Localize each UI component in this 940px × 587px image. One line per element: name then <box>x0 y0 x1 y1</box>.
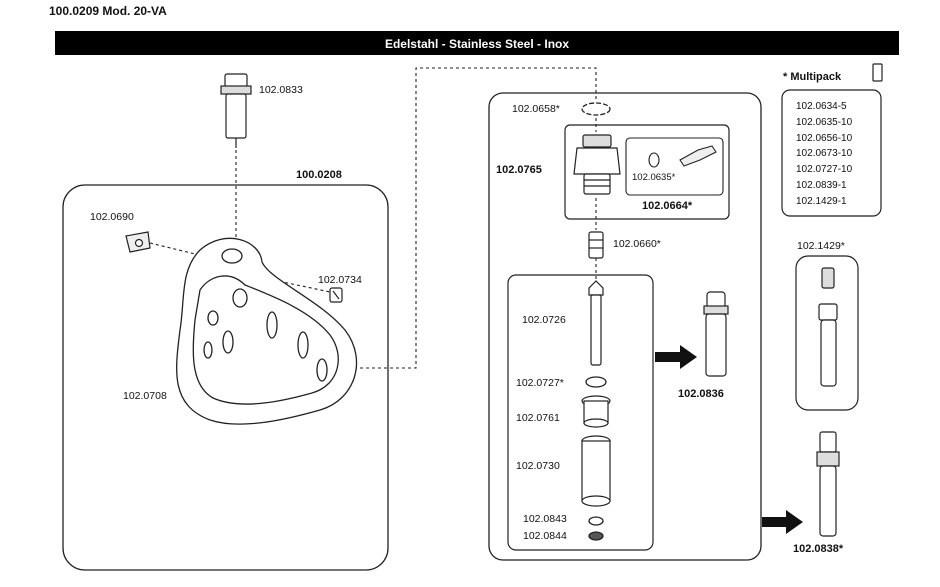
washer-part <box>585 376 607 388</box>
valve-body-part <box>573 134 621 195</box>
label-valve-assembly: 102.0664* <box>642 200 693 212</box>
label-valve-body: 102.0765 <box>496 164 542 176</box>
multipack-item: 102.0727-10 <box>796 164 853 176</box>
label-top-stem: 102.0833 <box>259 84 303 96</box>
kit-frame <box>795 255 859 411</box>
multipack-item: 102.1429-1 <box>796 195 847 207</box>
screw-part <box>329 287 343 303</box>
document-title: 100.0209 Mod. 20-VA <box>49 4 167 18</box>
label-sleeve: 102.0761 <box>516 412 560 424</box>
label-nozzle: 102.0660* <box>613 238 661 250</box>
multipack-heading: * Multipack <box>783 71 842 83</box>
label-oring-top: 102.0658* <box>512 103 560 115</box>
multipack-list: 102.0634-5 102.0635-10 102.0656-10 102.0… <box>796 99 852 210</box>
small-washer-1 <box>588 516 604 526</box>
label-bowl: 102.0708 <box>123 390 167 402</box>
material-banner: Edelstahl - Stainless Steel - Inox <box>55 31 899 55</box>
inner-part-subframe <box>625 137 724 196</box>
multipack-item: 102.0839-1 <box>796 179 847 191</box>
small-washer-2 <box>588 531 604 541</box>
label-stem: 102.0726 <box>522 314 566 326</box>
label-inner-small: 102.0635* <box>632 172 676 183</box>
label-clip: 102.0690 <box>90 211 134 223</box>
label-small-washer-2: 102.0844 <box>523 530 567 542</box>
tube-part <box>581 435 611 507</box>
center-group-frame <box>488 92 762 561</box>
multipack-frame <box>781 89 882 217</box>
label-washer: 102.0727* <box>516 377 564 389</box>
multipack-item: 102.0656-10 <box>796 132 853 144</box>
cartridge-part <box>703 291 729 377</box>
label-cartridge: 102.0836 <box>678 388 724 400</box>
label-left-group: 100.0208 <box>296 169 342 181</box>
clip-part <box>125 231 151 253</box>
multipack-icon <box>872 63 883 82</box>
arrow-to-cartridge <box>655 345 697 369</box>
kit-part <box>818 267 838 387</box>
label-screw: 102.0734 <box>318 274 362 286</box>
assembly-part <box>816 431 840 537</box>
stem-group-frame <box>507 274 654 551</box>
multipack-item: 102.0673-10 <box>796 148 853 160</box>
left-group-frame <box>62 184 389 571</box>
sleeve-part <box>581 395 611 428</box>
label-tube: 102.0730 <box>516 460 560 472</box>
valve-subframe <box>564 124 730 220</box>
nozzle-part <box>588 231 604 259</box>
label-kit: 102.1429* <box>797 240 845 252</box>
inner-small-part <box>648 145 717 168</box>
top-stem-part <box>220 73 252 148</box>
stem-part <box>588 280 604 366</box>
label-assembly: 102.0838* <box>793 543 844 555</box>
label-small-washer-1: 102.0843 <box>523 513 567 525</box>
multipack-item: 102.0634-5 <box>796 101 847 112</box>
oring-top-part <box>581 102 611 116</box>
arrow-to-assembly <box>762 510 803 534</box>
bowl-part <box>176 237 358 425</box>
multipack-item: 102.0635-10 <box>796 116 853 128</box>
